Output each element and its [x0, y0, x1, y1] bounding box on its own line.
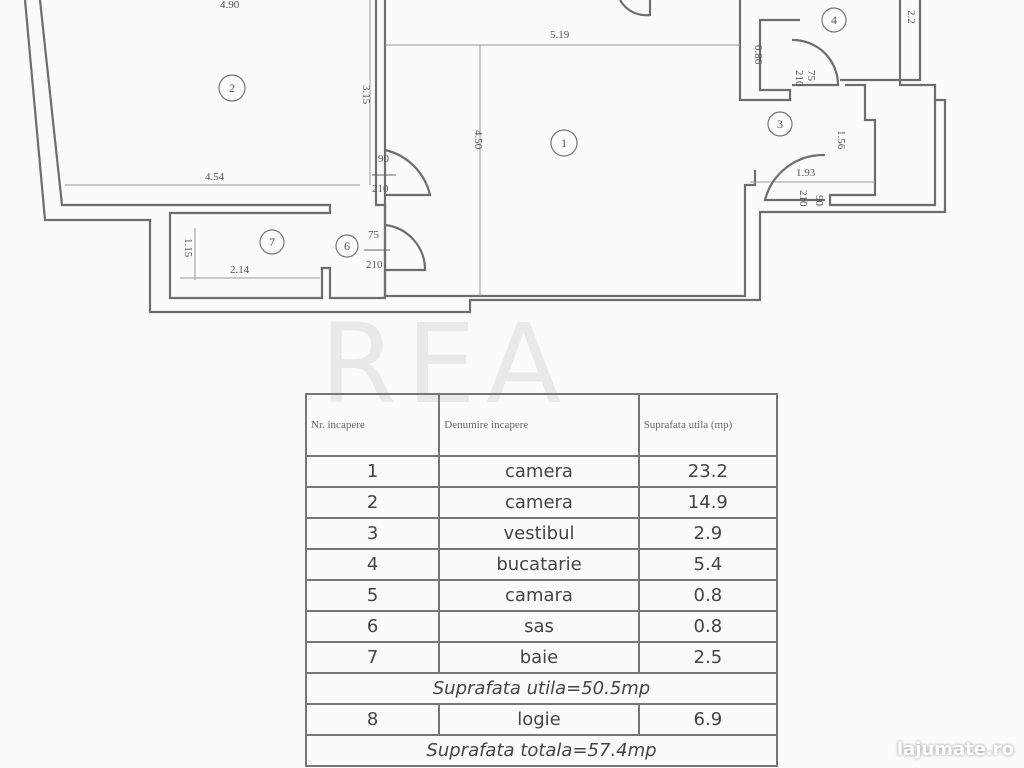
- room-label-6: 6: [335, 234, 359, 258]
- door-dim: 210: [797, 190, 809, 207]
- wall-kitchen: [840, 0, 922, 82]
- cell-nr: 2: [304, 486, 441, 519]
- door-dim: 210: [372, 183, 389, 195]
- door-dim: 210: [793, 70, 805, 87]
- total: Suprafata totala=57.4mp: [305, 734, 778, 767]
- dim-label: 2.14: [230, 264, 250, 276]
- cell-name: camera: [438, 455, 640, 488]
- dim-label: 4.50: [472, 130, 484, 150]
- dim-label: 1.56: [835, 130, 847, 150]
- cell-area: 2.9: [637, 517, 779, 550]
- header-nr: Nr. incapere: [304, 393, 441, 457]
- door-arc: [384, 148, 432, 197]
- cell-name: bucatarie: [438, 548, 640, 581]
- wall-vestibul: [828, 83, 937, 207]
- outer-wall: [23, 0, 947, 314]
- cell-name: logie: [438, 703, 640, 736]
- svg-text:6: 6: [344, 239, 350, 253]
- door-arc: [791, 38, 840, 87]
- cell-nr: 8: [304, 703, 441, 736]
- door-dim: 75: [805, 70, 817, 82]
- door-arc: [763, 153, 826, 202]
- cell-name: camera: [438, 486, 640, 519]
- dim-label: 1.93: [796, 167, 816, 179]
- dim-label: 2.2: [905, 10, 917, 24]
- cell-nr: 1: [304, 455, 441, 488]
- svg-text:3: 3: [777, 117, 783, 131]
- cell-area: 23.2: [637, 455, 779, 488]
- door-dim: 210: [366, 259, 383, 271]
- door-dim: 75: [368, 229, 380, 241]
- door-dim: 90: [813, 195, 825, 207]
- cell-area: 14.9: [637, 486, 779, 519]
- door-arc: [619, 0, 652, 17]
- cell-name: vestibul: [438, 517, 640, 550]
- area-table: Nr. incapere Denumire incapere Suprafata…: [304, 393, 779, 767]
- dim-label: 5.19: [550, 29, 570, 41]
- total-row: Suprafata totala=57.4mp: [305, 734, 778, 767]
- dim-label: 4.90: [220, 0, 240, 11]
- dim-label: 4.54: [205, 171, 225, 183]
- room-label-2: 2: [218, 74, 246, 102]
- wall-camara: [738, 0, 800, 102]
- subtotal-row: Suprafata utila=50.5mp: [305, 672, 778, 705]
- wall-room2: [38, 0, 387, 300]
- table-header: Nr. incapere Denumire incapere Suprafata…: [304, 393, 779, 457]
- room-label-3: 3: [767, 111, 793, 137]
- subtotal: Suprafata utila=50.5mp: [305, 672, 778, 705]
- cell-area: 5.4: [637, 548, 779, 581]
- dim-label: 1.15: [182, 238, 194, 258]
- floor-plan: 1 2 3 4 6 7 4.90 5.19 2.2 0.86 3.15 4.50…: [23, 0, 947, 314]
- svg-text:7: 7: [269, 235, 275, 249]
- cell-name: sas: [438, 610, 640, 643]
- svg-text:1: 1: [561, 136, 567, 150]
- cell-nr: 3: [304, 517, 441, 550]
- cell-area: 0.8: [637, 610, 779, 643]
- cell-area: 6.9: [637, 703, 779, 736]
- cell-nr: 5: [304, 579, 441, 612]
- svg-text:2: 2: [229, 81, 235, 95]
- cell-name: camara: [438, 579, 640, 612]
- cell-area: 2.5: [637, 641, 779, 674]
- wall-room1: [383, 0, 757, 298]
- cell-area: 0.8: [637, 579, 779, 612]
- room-label-1: 1: [550, 129, 578, 157]
- cell-nr: 6: [304, 610, 441, 643]
- room-label-4: 4: [821, 7, 847, 33]
- header-name: Denumire incapere: [438, 393, 640, 457]
- site-watermark: lajumate.ro: [896, 739, 1014, 760]
- door-arc: [384, 223, 427, 272]
- svg-text:4: 4: [831, 13, 837, 27]
- room-label-7: 7: [259, 229, 285, 255]
- cell-nr: 7: [304, 641, 441, 674]
- dim-label: 3.15: [360, 85, 372, 105]
- cell-name: baie: [438, 641, 640, 674]
- header-area: Suprafata utila (mp): [637, 393, 779, 457]
- dim-label: 0.86: [752, 45, 764, 65]
- door-dim: 90: [378, 153, 390, 165]
- cell-nr: 4: [304, 548, 441, 581]
